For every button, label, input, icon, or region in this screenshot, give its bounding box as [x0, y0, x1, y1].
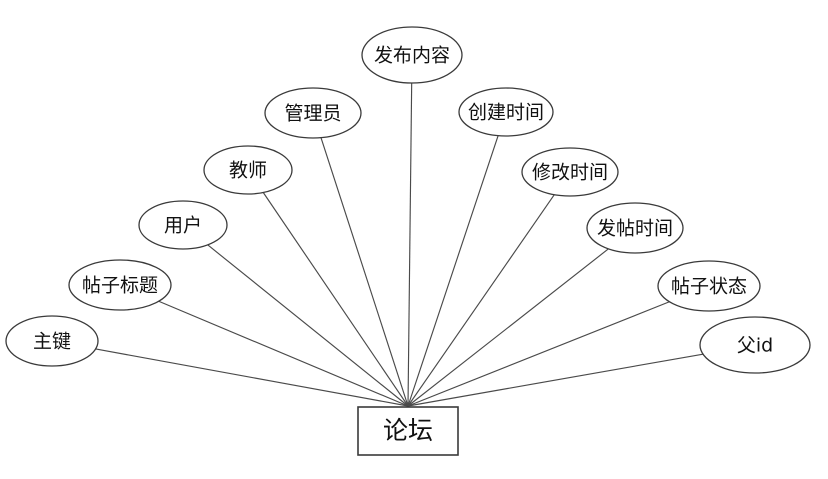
attribute-label: 主键 [33, 331, 71, 353]
connector-line [95, 348, 409, 407]
attribute-ellipse [521, 147, 619, 197]
attribute-node[interactable]: 发布内容 [361, 26, 463, 84]
connector-line [407, 82, 413, 407]
connector-line [262, 192, 409, 407]
attribute-ellipse [361, 26, 463, 84]
attribute-label: 发帖时间 [597, 218, 673, 240]
attribute-label: 父id [737, 335, 773, 357]
attribute-node[interactable]: 创建时间 [458, 87, 554, 137]
connector-lines-group [95, 82, 704, 407]
attribute-node[interactable]: 发帖时间 [586, 202, 684, 254]
attribute-ellipse [68, 259, 172, 311]
attribute-ellipse [699, 316, 811, 374]
connector-line [407, 301, 670, 407]
attribute-label: 用户 [164, 215, 202, 237]
attribute-label: 发布内容 [374, 45, 450, 67]
connector-line [320, 137, 409, 407]
attribute-node[interactable]: 修改时间 [521, 147, 619, 197]
attribute-ellipse [458, 87, 554, 137]
connector-line [207, 244, 409, 407]
attribute-label: 创建时间 [468, 102, 544, 124]
attribute-label: 教师 [229, 160, 267, 182]
attribute-node[interactable]: 帖子标题 [68, 259, 172, 311]
attribute-ellipse [264, 87, 362, 139]
attribute-ellipse [138, 200, 228, 250]
attribute-ellipse [657, 260, 761, 312]
attribute-node[interactable]: 父id [699, 316, 811, 374]
attribute-ellipse [586, 202, 684, 254]
attribute-label: 帖子标题 [82, 275, 158, 297]
attribute-label: 帖子状态 [671, 276, 747, 298]
attribute-label: 修改时间 [532, 162, 608, 184]
attribute-node[interactable]: 帖子状态 [657, 260, 761, 312]
entity-node-group: 论坛 [357, 406, 459, 456]
connector-line [158, 300, 409, 407]
connector-line [407, 135, 499, 407]
attribute-node[interactable]: 用户 [138, 200, 228, 250]
attribute-node[interactable]: 教师 [203, 145, 293, 195]
connector-line [407, 353, 704, 407]
entity-label: 论坛 [383, 416, 433, 445]
attribute-ellipse [203, 145, 293, 195]
attribute-node[interactable]: 主键 [5, 315, 99, 367]
attribute-node[interactable]: 管理员 [264, 87, 362, 139]
entity-node[interactable]: 论坛 [357, 406, 459, 456]
connector-line [407, 248, 609, 407]
attribute-ellipse [5, 315, 99, 367]
entity-rectangle [357, 406, 459, 456]
connector-line [407, 194, 555, 407]
attribute-label: 管理员 [284, 103, 341, 125]
